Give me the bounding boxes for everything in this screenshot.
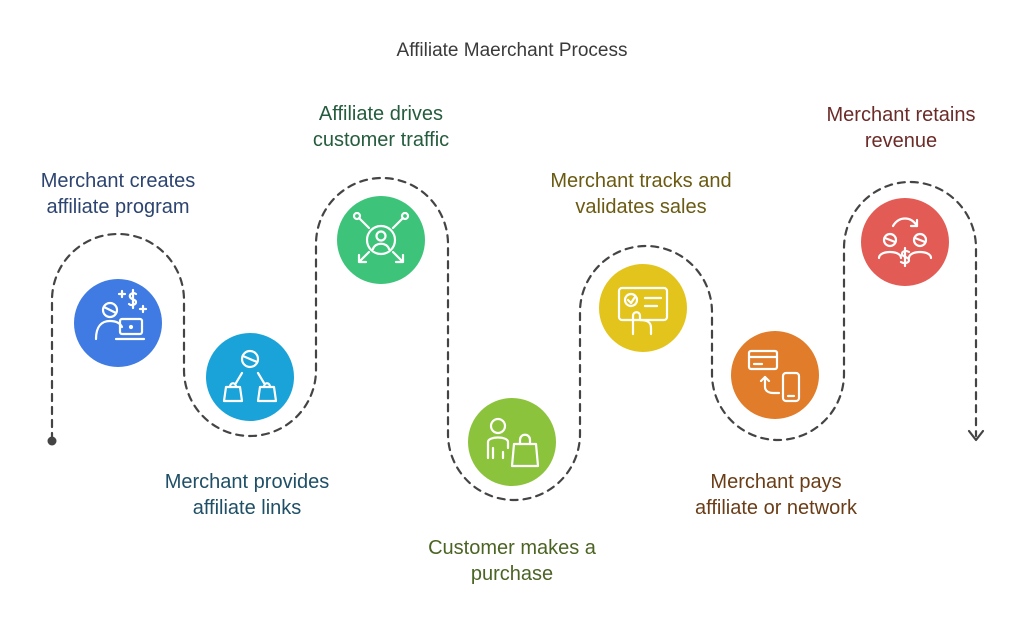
- step-3-label-line2: customer traffic: [312, 129, 450, 151]
- step-4-label: Customer makes a purchase: [392, 535, 632, 587]
- step-1-label: Merchant creates affiliate program: [18, 168, 218, 220]
- person-shopping-bags-icon: [222, 349, 278, 403]
- step-7-circle: [861, 198, 949, 286]
- person-laptop-dollar-icon: [94, 288, 148, 341]
- step-5-label: Merchant tracks and validates sales: [511, 168, 771, 220]
- step-4-label-line2: purchase: [470, 563, 554, 585]
- step-5-label-line2: validates sales: [575, 196, 707, 218]
- step-7-node: [861, 198, 949, 286]
- step-6-label: Merchant pays affiliate or network: [656, 469, 896, 521]
- step-6-circle: [731, 331, 819, 419]
- person-shopping-bag-icon: [486, 417, 540, 468]
- step-3-label-line1: Affiliate drives: [318, 103, 444, 125]
- step-5-node: [599, 264, 687, 352]
- diagram-title: Affiliate Maerchant Process: [396, 40, 628, 61]
- step-4-circle: [468, 398, 556, 486]
- card-to-phone-payment-icon: [747, 349, 801, 403]
- step-6-node: [731, 331, 819, 419]
- step-1-node: [74, 279, 162, 367]
- path-start-dot: [47, 436, 57, 446]
- path-end-arrow: [967, 429, 985, 442]
- step-7-label: Merchant retains revenue: [791, 102, 1011, 154]
- step-5-label-line1: Merchant tracks and: [550, 170, 732, 192]
- step-3-label: Affiliate drives customer traffic: [271, 101, 491, 153]
- validation-screen-icon: [617, 286, 669, 336]
- step-3-node: [337, 196, 425, 284]
- step-4-node: [468, 398, 556, 486]
- step-2-label: Merchant provides affiliate links: [137, 469, 357, 521]
- process-path: [50, 176, 978, 502]
- people-exchange-dollar-icon: [877, 217, 933, 268]
- step-6-label-line1: Merchant pays: [710, 471, 842, 493]
- step-6-label-line2: affiliate or network: [695, 497, 857, 519]
- step-2-circle: [206, 333, 294, 421]
- step-2-node: [206, 333, 294, 421]
- step-2-label-line1: Merchant provides: [164, 471, 330, 493]
- step-4-label-line1: Customer makes a: [428, 537, 596, 559]
- step-1-label-line1: Merchant creates: [40, 170, 196, 192]
- step-7-label-line2: revenue: [864, 130, 938, 152]
- step-1-label-line2: affiliate program: [46, 196, 190, 218]
- step-5-circle: [599, 264, 687, 352]
- step-2-label-line2: affiliate links: [192, 497, 302, 519]
- person-traffic-arrows-icon: [352, 211, 410, 264]
- step-7-label-line1: Merchant retains: [826, 104, 976, 126]
